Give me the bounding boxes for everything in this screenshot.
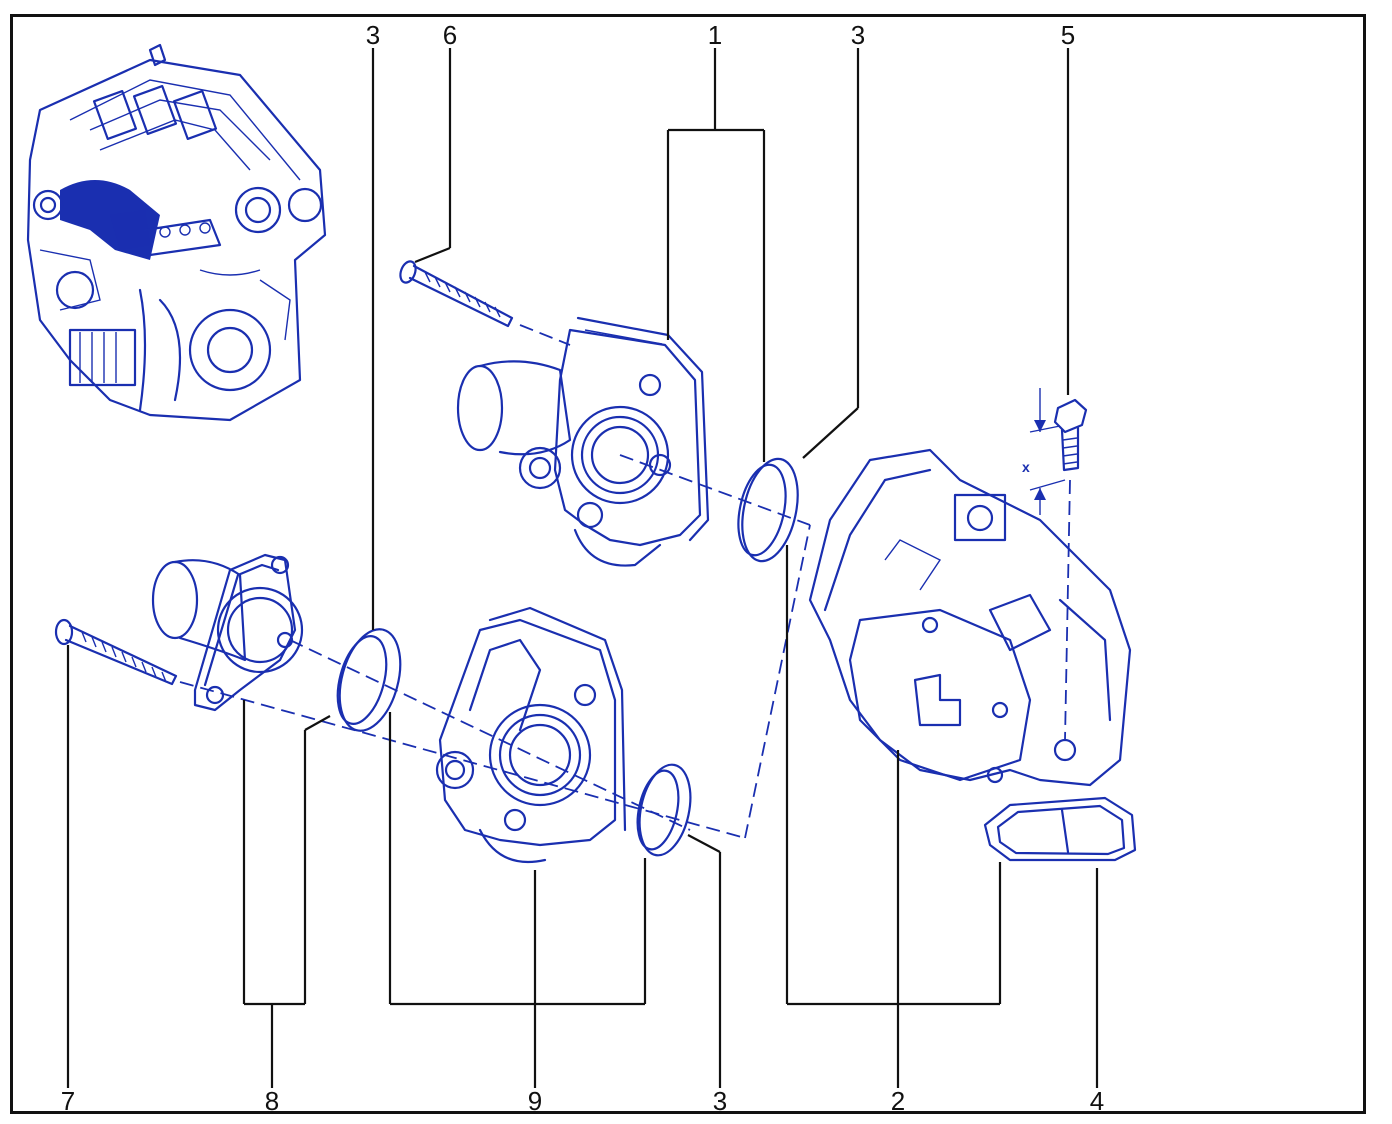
callout-labels: 3 6 1 3 5 7 8 9 3 2 4 bbox=[61, 20, 1104, 1116]
callout-3-top-right: 3 bbox=[851, 20, 865, 50]
callout-1: 1 bbox=[708, 20, 722, 50]
seal-ring-3-lower-right bbox=[636, 763, 692, 857]
callout-2: 2 bbox=[891, 1086, 905, 1116]
leader-lines bbox=[66, 48, 1099, 1088]
dimension-x: x bbox=[1022, 388, 1066, 515]
diagram-frame bbox=[10, 14, 1366, 1114]
seal-ring-3-lower-left bbox=[336, 628, 402, 732]
adapter-flange-8 bbox=[151, 553, 304, 712]
callout-3-top-left: 3 bbox=[366, 20, 380, 50]
callout-5: 5 bbox=[1061, 20, 1075, 50]
bolt-5 bbox=[1053, 398, 1088, 472]
callout-6: 6 bbox=[443, 20, 457, 50]
callout-7: 7 bbox=[61, 1086, 75, 1116]
callout-3-bottom: 3 bbox=[713, 1086, 727, 1116]
callout-8: 8 bbox=[265, 1086, 279, 1116]
engine-overview bbox=[26, 43, 327, 422]
screw-6 bbox=[399, 260, 514, 328]
callout-9: 9 bbox=[528, 1086, 542, 1116]
screw-7 bbox=[54, 618, 178, 686]
gasket-4 bbox=[983, 796, 1137, 862]
dimension-x-label: x bbox=[1022, 459, 1030, 475]
callout-4: 4 bbox=[1090, 1086, 1104, 1116]
assembly-axes bbox=[179, 324, 1071, 839]
throttle-body-9 bbox=[435, 606, 627, 864]
intake-housing-2 bbox=[808, 448, 1132, 787]
throttle-body-1 bbox=[456, 316, 710, 567]
